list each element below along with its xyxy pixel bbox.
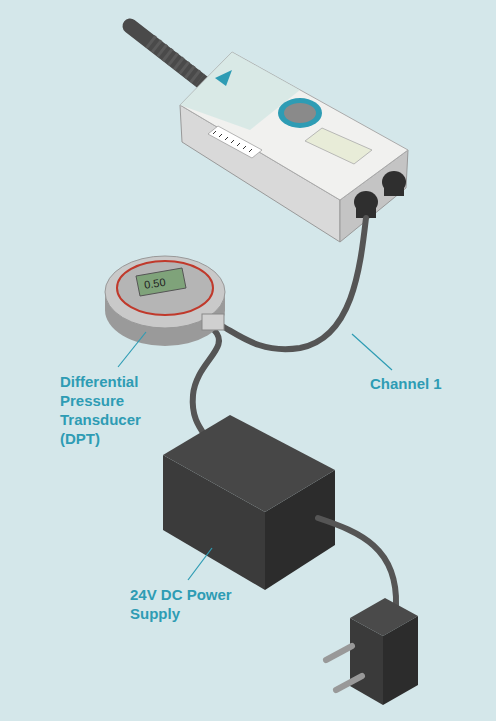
logo-mark	[215, 70, 232, 86]
channel-cable	[222, 218, 366, 349]
serial-label	[305, 128, 372, 164]
leader-line	[352, 334, 392, 370]
plug-prong	[326, 646, 352, 660]
button-ring	[278, 98, 322, 128]
antenna-ridges	[150, 41, 200, 80]
power-cable	[193, 330, 219, 440]
leader-line	[188, 548, 212, 580]
logger-top	[180, 52, 408, 200]
plug-side	[383, 616, 418, 705]
part-label: Channel 1	[370, 374, 480, 393]
dpt-display	[136, 268, 186, 296]
channel-connector	[384, 182, 404, 196]
leader-line	[118, 332, 146, 367]
barcode-lines	[213, 131, 252, 152]
mains-cable	[318, 518, 396, 606]
psu-top	[163, 415, 335, 512]
barcode	[208, 126, 262, 158]
dpt-ring	[117, 261, 213, 315]
plug-prong	[336, 676, 362, 690]
dpt-connector	[202, 314, 224, 330]
plug-front	[350, 618, 383, 705]
part-label: 24V DC Power Supply	[130, 585, 238, 623]
button	[284, 103, 316, 123]
part-label: Differential Pressure Transducer (DPT)	[60, 372, 155, 448]
